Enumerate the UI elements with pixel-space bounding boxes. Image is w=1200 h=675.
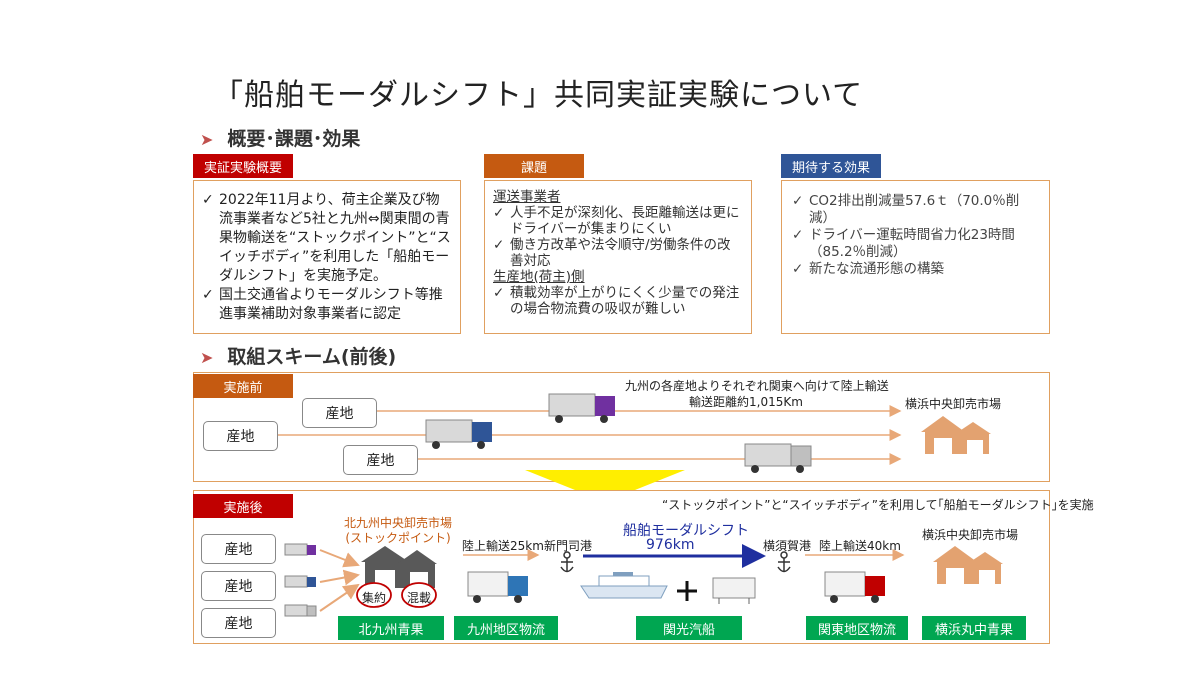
transition-arrow-icon <box>525 470 685 502</box>
issues-heading-carrier: 運送事業者 <box>493 189 561 205</box>
arrow-bullet-icon: ➤ <box>200 348 214 367</box>
truck-icon <box>425 419 492 449</box>
anchor-icon <box>777 551 791 573</box>
section-heading-overview: ➤ 概要･課題･効果 <box>200 124 360 151</box>
arrow-bullet-icon: ➤ <box>200 130 214 149</box>
overview-box: 2022年11月より、荷主企業及び物流事業者など5社と九州⇔関東間の青果物輸送を… <box>193 180 461 334</box>
page-title: 「船舶モーダルシフト」共同実証実験について <box>213 78 864 113</box>
after-destination: 横浜中央卸売市場 <box>922 528 1019 542</box>
company-label: 九州地区物流 <box>454 616 558 640</box>
section-heading-text: 取組スキーム(前後) <box>227 346 397 368</box>
before-destination: 横浜中央卸売市場 <box>905 397 1002 411</box>
truck-icon <box>744 443 812 473</box>
origin-box: 産地 <box>203 421 278 451</box>
hub-label: 北九州中央卸売市場 (ストックポイント) <box>343 516 453 546</box>
overview-item: 国土交通省よりモーダルシフト等推進事業補助対象事業者に認定 <box>202 286 452 324</box>
port-arrival: 横須賀港 <box>763 539 812 553</box>
effect-item: CO2排出削減量57.6ｔ（70.0％削減） <box>792 193 1039 227</box>
overview-tag: 実証実験概要 <box>193 154 293 178</box>
issue-item: 積載効率が上がりにくく少量での発注の場合物流費の吸収が難しい <box>493 285 743 317</box>
effects-box: CO2排出削減量57.6ｔ（70.0％削減） ドライバー運転時間省力化23時間（… <box>781 180 1050 334</box>
issues-box: 運送事業者 人手不足が深刻化、長距離輸送は更にドライバーが集まりにくい 働き方改… <box>484 180 752 334</box>
before-diagram <box>278 393 991 473</box>
company-label: 北九州青果 <box>338 616 444 640</box>
container-truck-icon <box>824 571 885 603</box>
port-departure: 新門司港 <box>544 539 593 553</box>
small-truck-icon <box>284 543 316 556</box>
after-diagram <box>284 543 1003 617</box>
overview-item: 2022年11月より、荷主企業及び物流事業者など5社と九州⇔関東間の青果物輸送を… <box>202 191 452 286</box>
after-tag: 実施後 <box>193 494 293 518</box>
effects-tag: 期待する効果 <box>781 154 881 178</box>
company-label: 関東地区物流 <box>806 616 908 640</box>
plus-icon <box>677 581 697 601</box>
small-truck-icon <box>284 604 317 617</box>
collect-arrow <box>319 583 360 612</box>
company-label: 横浜丸中青果 <box>922 616 1026 640</box>
origin-box: 産地 <box>201 608 276 638</box>
market-house-icon <box>933 546 1003 584</box>
collect-label: 集約 <box>362 591 387 605</box>
effect-item: ドライバー運転時間省力化23時間（85.2％削減） <box>792 227 1039 261</box>
issue-item: 働き方改革や法令順守/労働条件の改善対応 <box>493 237 743 269</box>
section-heading-text: 概要･課題･効果 <box>227 128 361 150</box>
anchor-icon <box>560 551 574 573</box>
ship-distance: 976km <box>646 537 695 553</box>
container-truck-icon <box>467 571 528 603</box>
swap-body-container-icon <box>712 577 756 604</box>
origin-box: 産地 <box>201 571 276 601</box>
collect-oval <box>356 582 392 608</box>
section-heading-scheme: ➤ 取組スキーム(前後) <box>200 342 396 369</box>
ferry-icon <box>580 572 668 599</box>
before-tag: 実施前 <box>193 374 293 398</box>
mix-label: 混載 <box>407 591 432 605</box>
after-note: “ストックポイント”と“スイッチボディ”を利用して｢船舶モーダルシフト｣を実施 <box>662 498 1094 512</box>
land-distance-1: 陸上輸送25km <box>462 539 544 553</box>
hub-subtitle: (ストックポイント) <box>345 531 451 545</box>
issue-item: 人手不足が深刻化、長距離輸送は更にドライバーが集まりにくい <box>493 205 743 237</box>
market-house-icon <box>921 416 991 454</box>
effect-item: 新たな流通形態の構築 <box>792 261 1039 278</box>
collect-arrow <box>319 549 360 568</box>
origin-box: 産地 <box>302 398 377 428</box>
before-distance: 輸送距離約1,015Km <box>689 395 803 409</box>
company-label: 関光汽船 <box>636 616 742 640</box>
issues-tag: 課題 <box>484 154 584 178</box>
hub-name: 北九州中央卸売市場 <box>343 516 452 530</box>
land-distance-2: 陸上輸送40km <box>819 539 901 553</box>
stockpoint-warehouse-icon <box>361 546 437 588</box>
small-truck-icon <box>284 575 316 588</box>
origin-box: 産地 <box>343 445 418 475</box>
collect-arrow <box>319 569 360 586</box>
before-note: 九州の各産地よりそれぞれ関東へ向けて陸上輸送 <box>625 379 889 393</box>
ship-label: 船舶モーダルシフト <box>623 523 749 539</box>
truck-icon <box>548 393 615 423</box>
issues-heading-producer: 生産地(荷主)側 <box>493 269 585 285</box>
origin-box: 産地 <box>201 534 276 564</box>
mix-oval <box>401 582 437 608</box>
